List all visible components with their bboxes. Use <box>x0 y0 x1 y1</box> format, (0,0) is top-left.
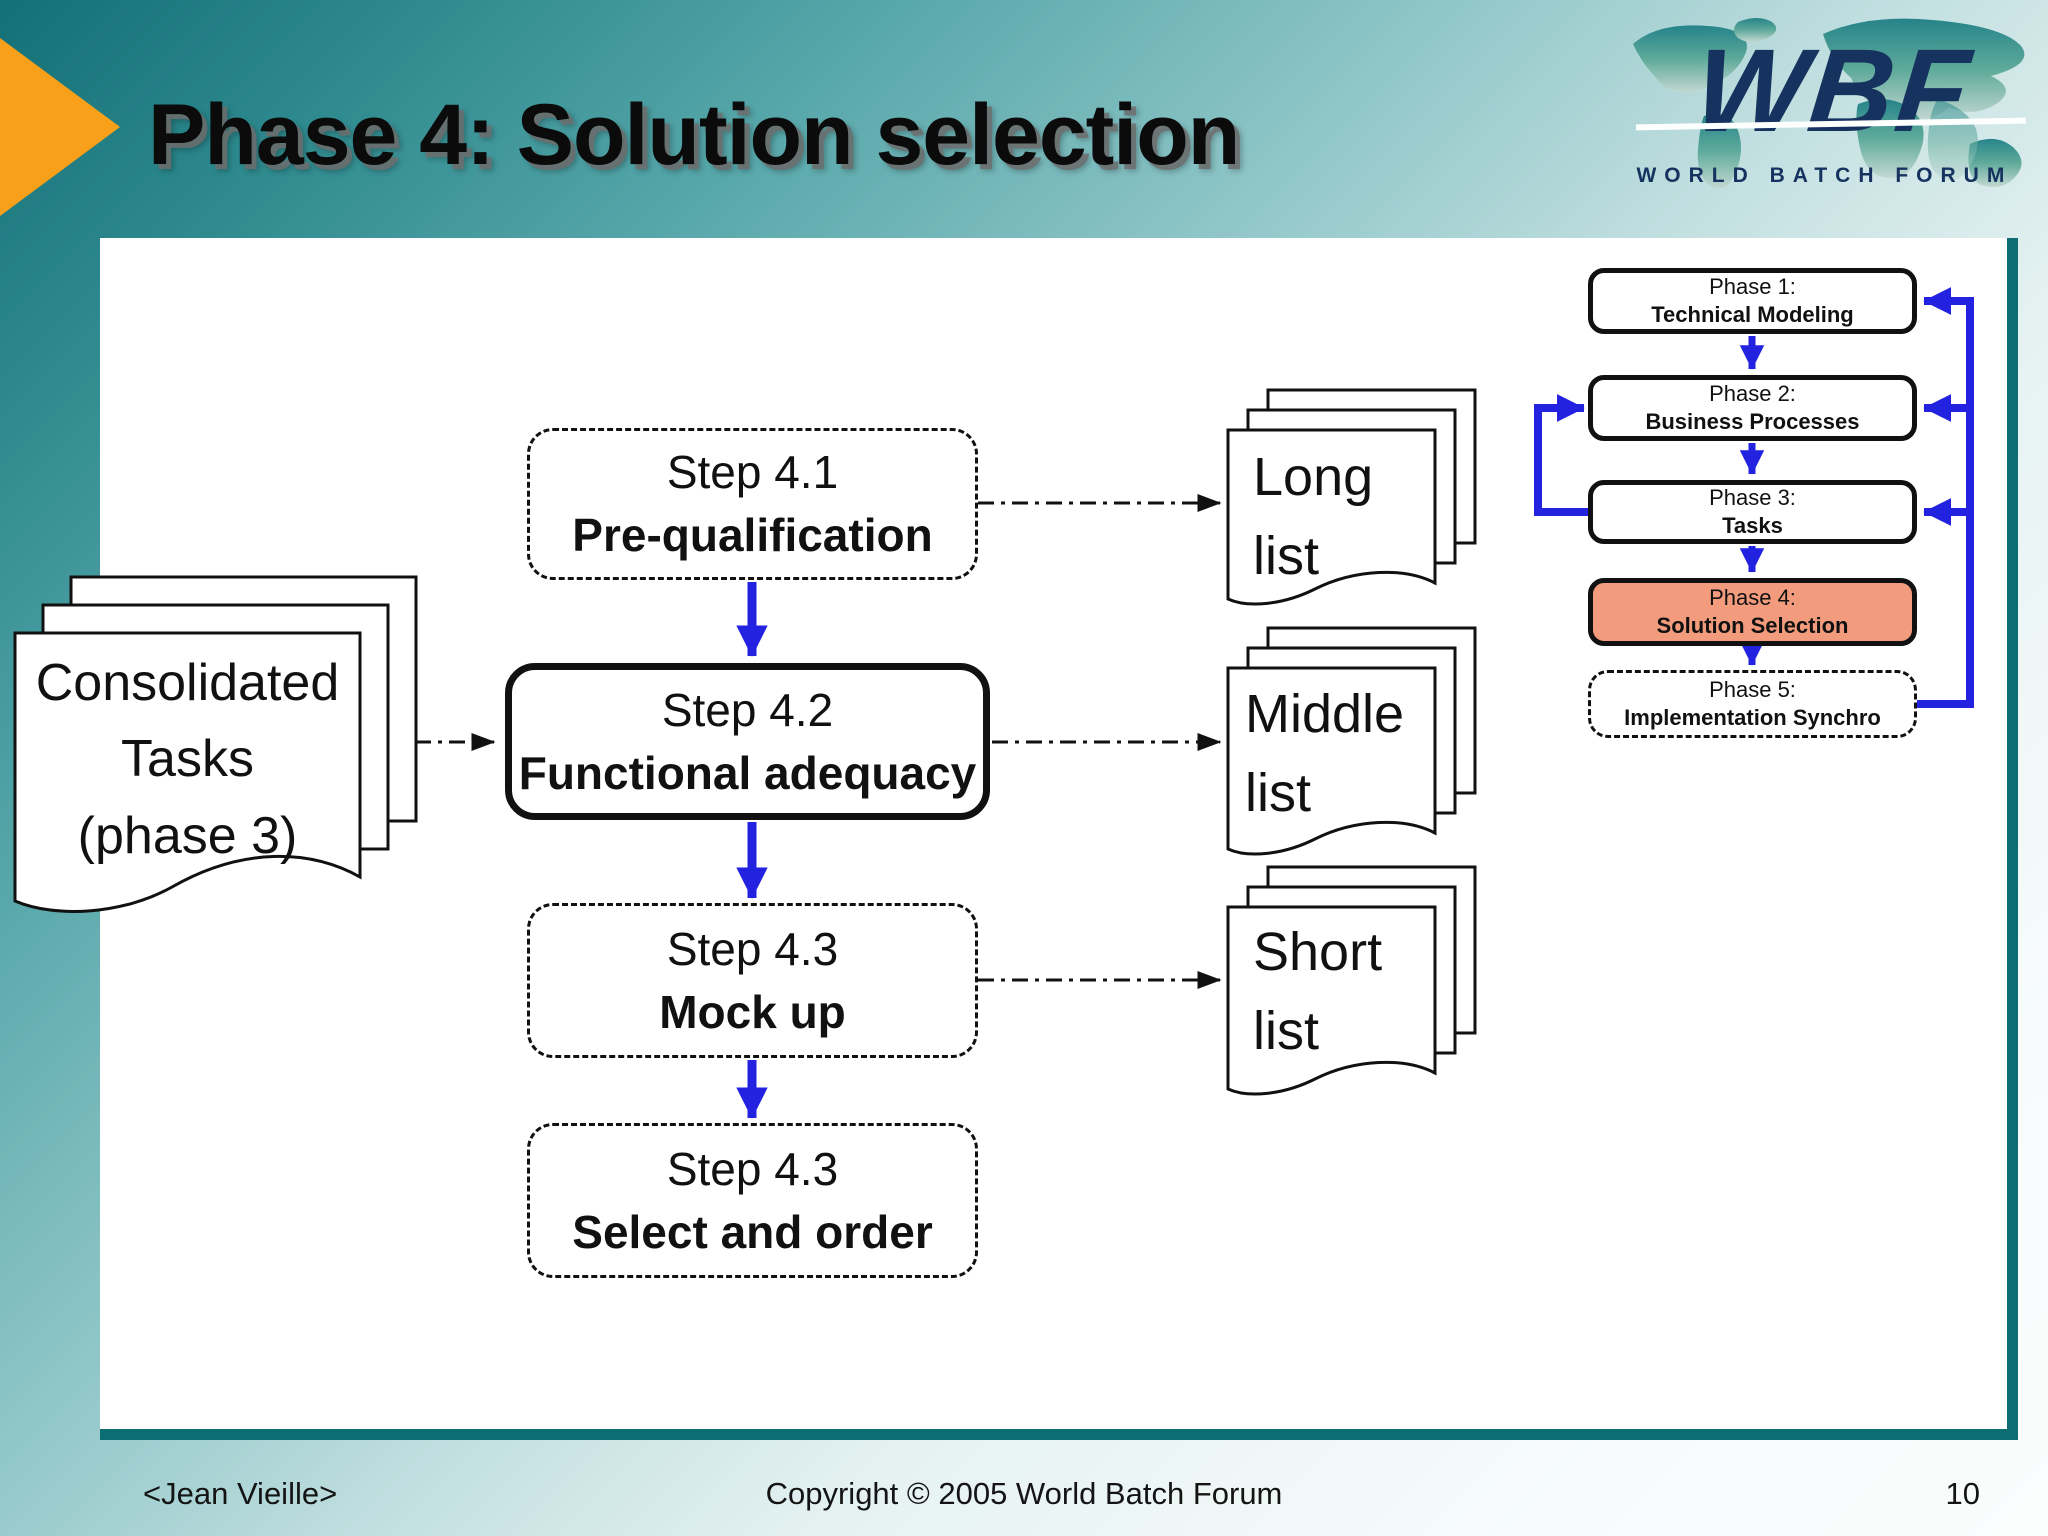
footer-copyright: Copyright © 2005 World Batch Forum <box>765 1476 1283 1511</box>
logo-subtitle: WORLD BATCH FORUM <box>1636 164 2013 187</box>
step-4-2-box: Step 4.2 Functional adequacy <box>505 663 990 820</box>
wbf-logo: WBF WORLD BATCH FORUM <box>1618 4 2048 209</box>
world-map-icon <box>1633 18 2025 189</box>
phase-5-box: Phase 5: Implementation Synchro <box>1588 670 1917 738</box>
phase-2-box: Phase 2: Business Processes <box>1588 375 1917 441</box>
slide-title: Phase 4: Solution selection <box>148 87 1240 183</box>
phase-3-box: Phase 3: Tasks <box>1588 480 1917 544</box>
consolidated-tasks-label: Consolidated Tasks (phase 3) <box>35 654 340 865</box>
phase-4-box-current: Phase 4: Solution Selection <box>1588 578 1917 646</box>
logo-acronym: WBF <box>1688 25 1978 157</box>
long-list-label: Long list <box>1253 447 1374 587</box>
short-list-label: Short list <box>1253 922 1383 1062</box>
step-4-3-mockup-box: Step 4.3 Mock up <box>527 903 978 1058</box>
footer-author: <Jean Vieille> <box>143 1476 338 1511</box>
phase-1-box: Phase 1: Technical Modeling <box>1588 268 1917 334</box>
middle-list-label: Middle list <box>1245 684 1405 824</box>
page-number: 10 <box>1945 1476 1980 1511</box>
step-4-1-box: Step 4.1 Pre-qualification <box>527 428 978 580</box>
step-4-3-select-box: Step 4.3 Select and order <box>527 1123 978 1278</box>
accent-arrow-icon <box>0 38 120 216</box>
